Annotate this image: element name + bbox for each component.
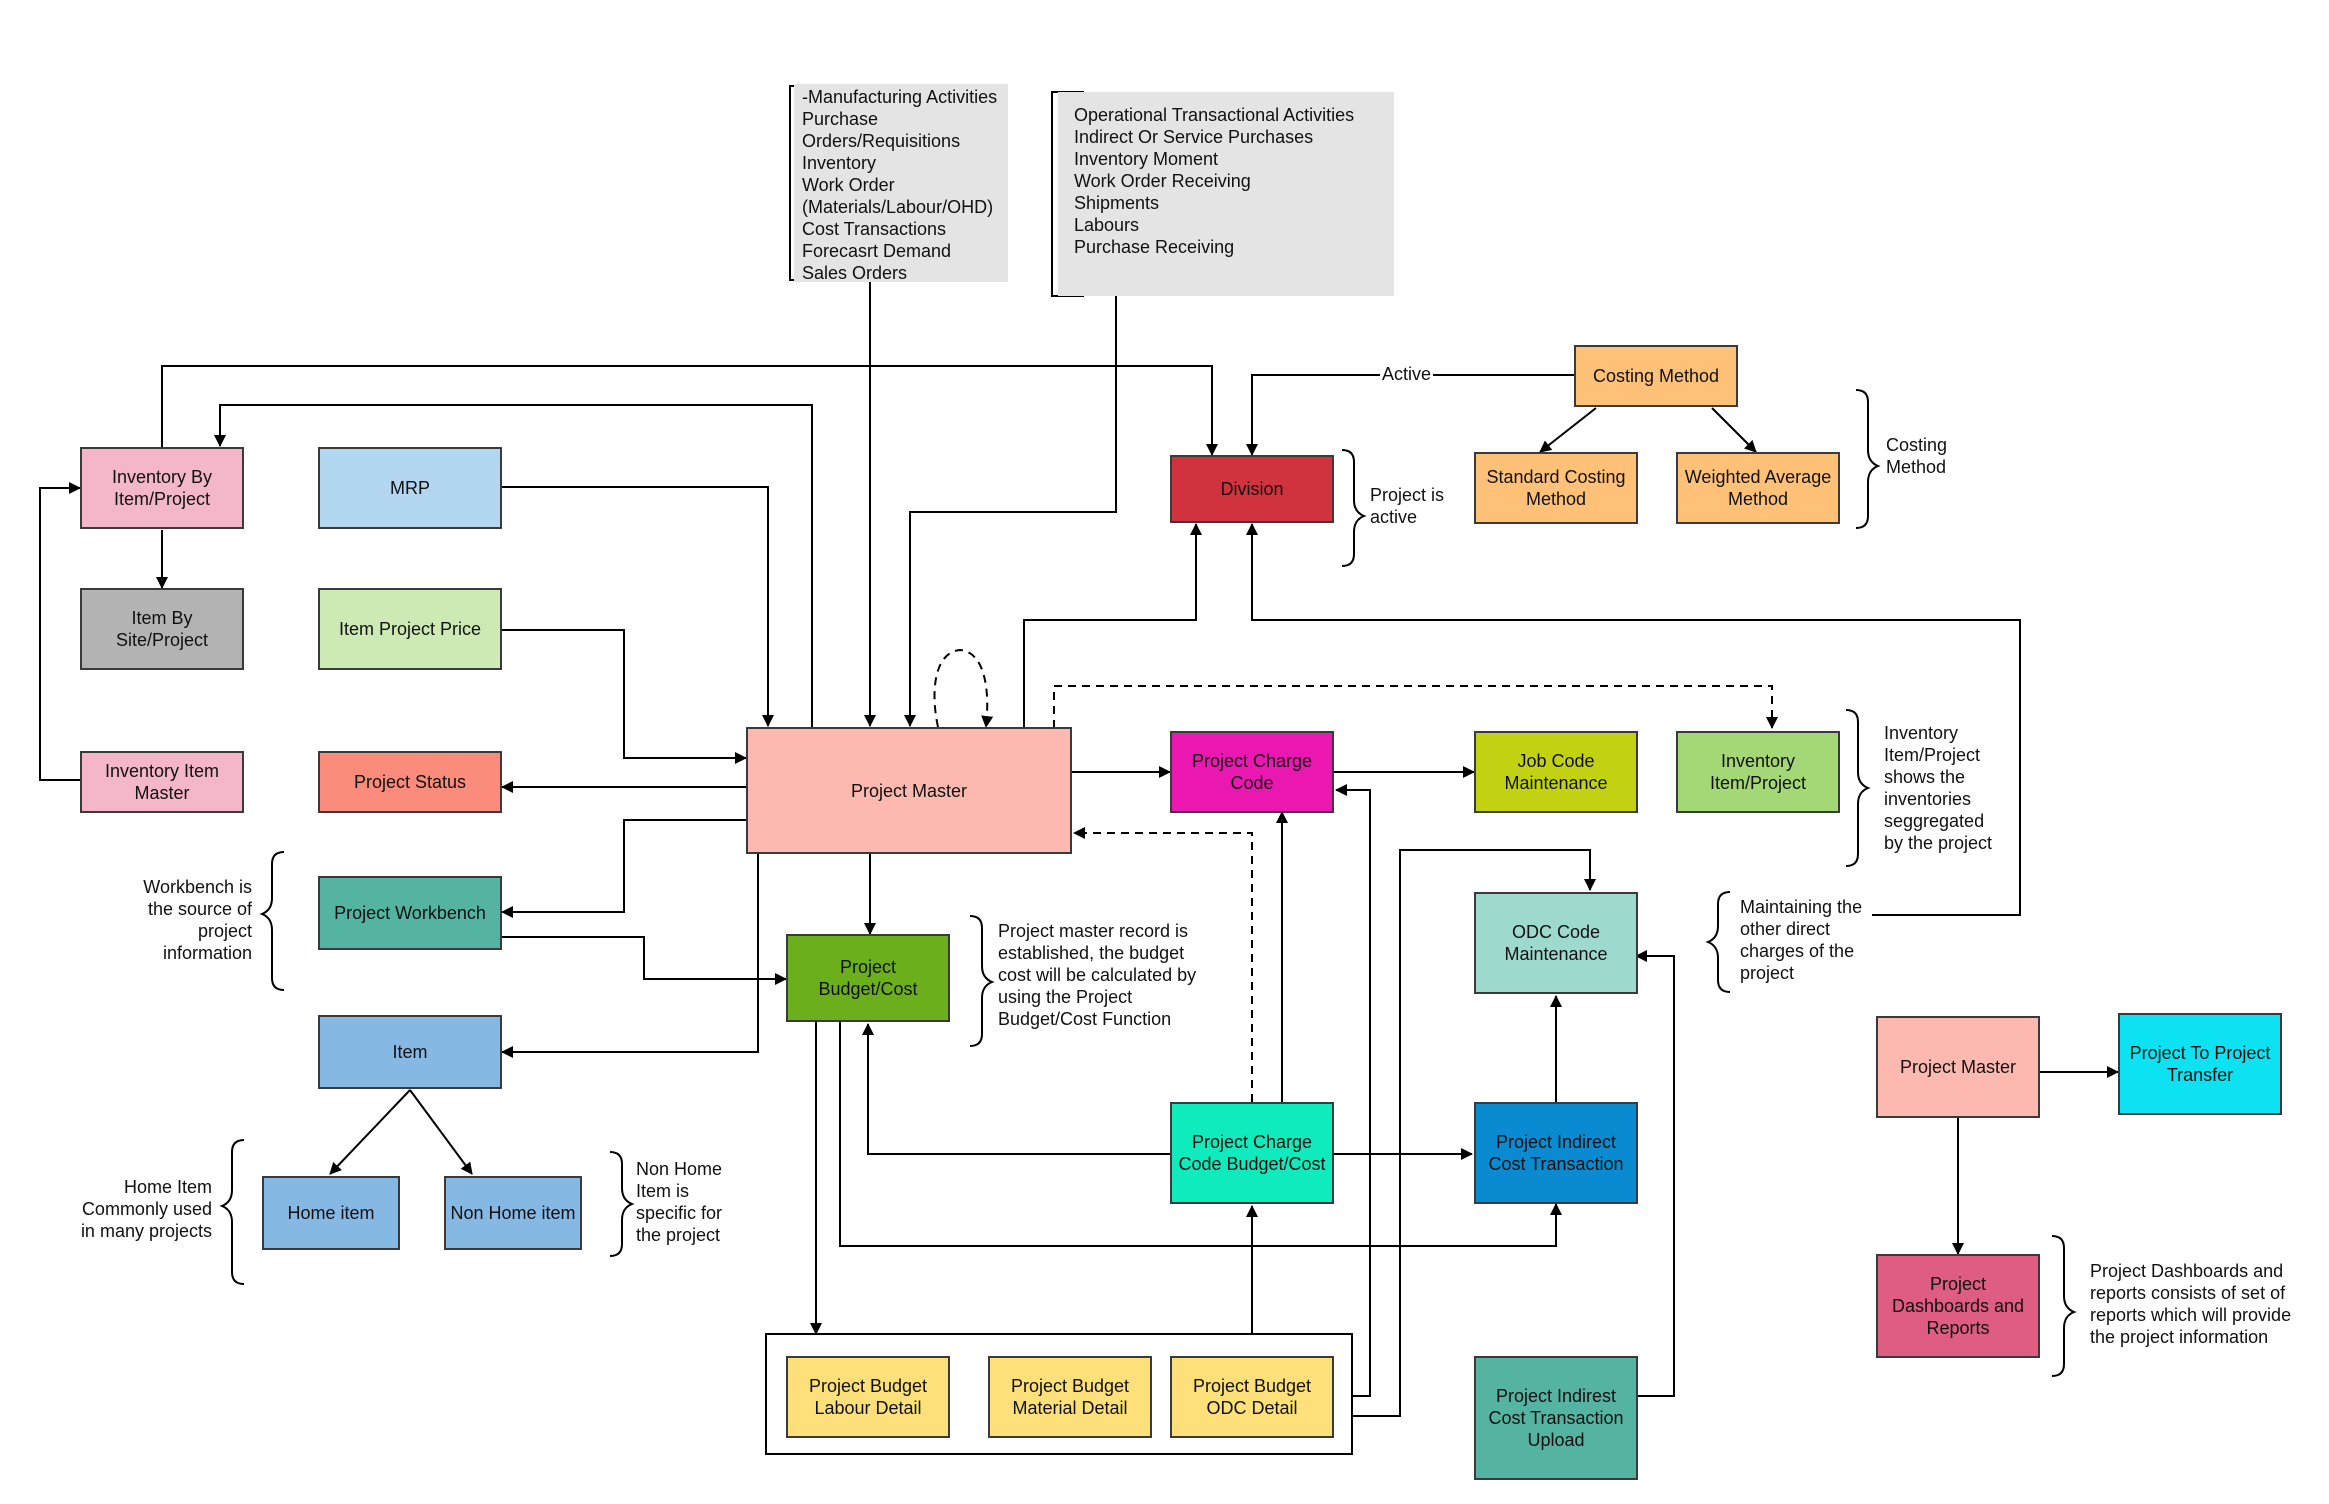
- edge-workbench-to-budget: [500, 936, 787, 985]
- edge-charge-budget-to-project-master-dashed: [1073, 827, 1253, 1102]
- edge-project-master-to-inventory-item-project-dashed: [1053, 685, 1778, 729]
- annotation-costing-method: Costing Method: [1886, 435, 1948, 477]
- project-workbench-node[interactable]: Project Workbench: [318, 876, 502, 950]
- project-charge-code-budget-cost-node[interactable]: Project Charge Code Budget/Cost: [1170, 1102, 1334, 1204]
- edge-project-master-self-loop: [933, 648, 994, 728]
- edge-detail-group-to-odc: [1352, 849, 1596, 1417]
- edge-label-active: Active: [1380, 363, 1434, 385]
- edge-item-price-to-project-master: [500, 629, 747, 764]
- project-master-node[interactable]: Project Master: [746, 727, 1072, 854]
- budget-detail-group: [765, 1333, 1353, 1455]
- item-by-site-project-node[interactable]: Item By Site/Project: [80, 588, 244, 670]
- edge-inventory-by-item-to-division: [161, 365, 1218, 456]
- annotation-non-home-item: Non Home Item is specific for the projec…: [636, 1159, 723, 1245]
- home-item-node[interactable]: Home item: [262, 1176, 400, 1250]
- inventory-item-master-node[interactable]: Inventory Item Master: [80, 751, 244, 813]
- annotation-project-is-active: Project is active: [1370, 485, 1445, 527]
- edge-mrp-to-project-master: [500, 486, 774, 727]
- annotation-workbench: Workbench is the source of project infor…: [143, 877, 252, 963]
- project-budget-material-detail-node[interactable]: Project Budget Material Detail: [988, 1356, 1152, 1438]
- edge-costing-to-weighted: [1711, 407, 1757, 453]
- edge-project-master-to-item: [501, 854, 759, 1058]
- edge-operational-to-project-master: [904, 296, 1117, 727]
- division-node[interactable]: Division: [1170, 455, 1334, 523]
- brace-costing-method: [1855, 389, 1881, 529]
- edge-odc-note-to-division: [1246, 523, 2021, 916]
- edge-detail-group-to-charge-code: [1335, 784, 1371, 1397]
- project-budget-odc-detail-node[interactable]: Project Budget ODC Detail: [1170, 1356, 1334, 1438]
- project-status-node[interactable]: Project Status: [318, 751, 502, 813]
- brace-project-is-active: [1341, 449, 1367, 567]
- standard-costing-method-node[interactable]: Standard Costing Method: [1474, 452, 1638, 524]
- project-dashboards-and-reports-node[interactable]: Project Dashboards and Reports: [1876, 1254, 2040, 1358]
- job-code-maintenance-node[interactable]: Job Code Maintenance: [1474, 731, 1638, 813]
- manufacturing-activities-callout: -Manufacturing Activities Purchase Order…: [794, 84, 1008, 283]
- project-to-project-transfer-node[interactable]: Project To Project Transfer: [2118, 1013, 2282, 1115]
- annotation-home-item: Home Item Commonly used in many projects: [80, 1177, 212, 1241]
- edge-budget-to-indirect-cost: [839, 1022, 1562, 1247]
- inventory-by-item-project-node[interactable]: Inventory By Item/Project: [80, 447, 244, 529]
- edge-charge-budget-to-budget: [862, 1023, 1170, 1155]
- annotation-inventory-item-project: Inventory Item/Project shows the invento…: [1884, 723, 1993, 853]
- project-budget-labour-detail-node[interactable]: Project Budget Labour Detail: [786, 1356, 950, 1438]
- item-project-price-node[interactable]: Item Project Price: [318, 588, 502, 670]
- brace-home-item: [219, 1139, 245, 1285]
- edge-item-to-non-home-item: [409, 1089, 473, 1175]
- edge-project-master-to-inventory-by-item: [214, 404, 813, 727]
- mrp-node[interactable]: MRP: [318, 447, 502, 529]
- costing-method-node[interactable]: Costing Method: [1574, 345, 1738, 407]
- annotation-project-master-record: Project master record is established, th…: [998, 921, 1197, 1029]
- brace-dashboards: [2051, 1235, 2077, 1377]
- project-indirect-cost-transaction-node[interactable]: Project Indirect Cost Transaction: [1474, 1102, 1638, 1204]
- edge-upload-to-odc: [1634, 950, 1675, 1397]
- brace-maintaining-odc: [1705, 891, 1731, 993]
- item-node[interactable]: Item: [318, 1015, 502, 1089]
- edge-costing-to-standard: [1539, 407, 1597, 453]
- edge-inventory-item-master-to-inventory-by-item: [39, 482, 81, 781]
- project-indirect-cost-transaction-upload-node[interactable]: Project Indirest Cost Transaction Upload: [1474, 1356, 1638, 1480]
- edge-costing-method-to-division: [1246, 374, 1574, 456]
- edge-project-master-to-workbench: [501, 819, 746, 918]
- brace-non-home-item: [609, 1151, 635, 1257]
- annotation-dashboards: Project Dashboards and reports consists …: [2090, 1261, 2292, 1347]
- project-master-secondary-node[interactable]: Project Master: [1876, 1016, 2040, 1118]
- edge-project-master-to-division: [1023, 523, 1202, 727]
- brace-workbench: [259, 851, 285, 991]
- weighted-average-method-node[interactable]: Weighted Average Method: [1676, 452, 1840, 524]
- odc-code-maintenance-node[interactable]: ODC Code Maintenance: [1474, 892, 1638, 994]
- brace-inventory-item-project: [1845, 709, 1871, 867]
- brace-project-master-record: [969, 915, 995, 1047]
- annotation-maintaining-odc: Maintaining the other direct charges of …: [1740, 897, 1863, 983]
- project-charge-code-node[interactable]: Project Charge Code: [1170, 731, 1334, 813]
- inventory-item-project-node[interactable]: Inventory Item/Project: [1676, 731, 1840, 813]
- operational-activities-callout: Operational Transactional Activities Ind…: [1058, 92, 1394, 296]
- non-home-item-node[interactable]: Non Home item: [444, 1176, 582, 1250]
- edge-item-to-home-item: [329, 1089, 411, 1175]
- project-budget-cost-node[interactable]: Project Budget/Cost: [786, 934, 950, 1022]
